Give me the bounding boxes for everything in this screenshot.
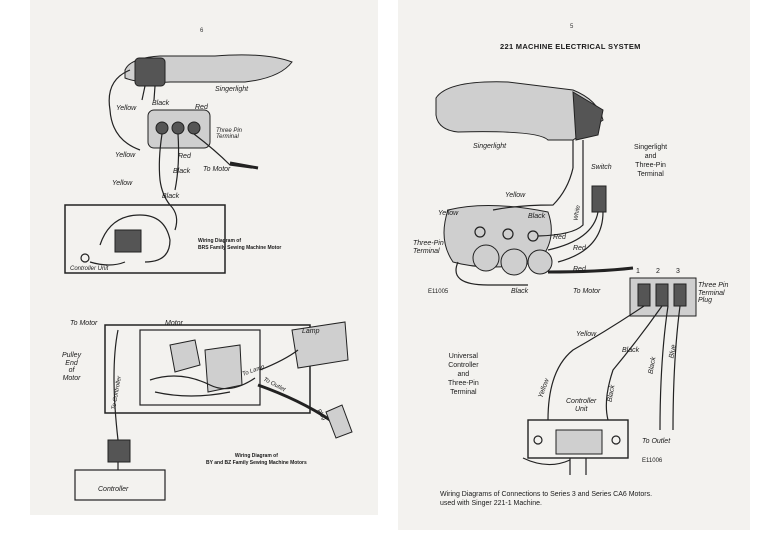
brs-wiring-illustration [64,54,353,501]
label-universal-controller: Universal Controller and Three-Pin Termi… [448,353,479,397]
label-three-pin-terminal: Three-Pin Terminal [413,240,444,255]
page-title: 221 MACHINE ELECTRICAL SYSTEM [500,42,641,51]
caption-brs: Wiring Diagram of BRS Family Sewing Mach… [198,238,282,251]
221-wiring-illustration [435,81,697,475]
label-black: Black [511,288,529,295]
label-controller-unit: Controller Unit [70,266,109,272]
label-yellow: Yellow [438,210,459,217]
label-terminal-plug: Three Pin Terminal Plug [698,282,729,305]
label-pin-1: 1 [636,268,640,275]
page-number: 5 [570,24,574,30]
page-caption: Wiring Diagrams of Connections to Series… [440,491,653,508]
caption-by-bz: Wiring Diagram of BY and BZ Family Sewin… [206,453,307,466]
label-black: Black [622,347,640,354]
label-yellow: Yellow [505,192,526,199]
label-pulley-end: Pulley End of Motor [62,352,82,383]
label-black: Black [152,100,170,107]
label-black: Black [162,193,180,200]
label-to-motor: To Motor [70,320,98,327]
label-ref-e11005: E11005 [428,289,449,295]
page-number: 6 [200,28,204,34]
label-red: Red [573,266,586,273]
label-black: Black [528,213,546,220]
left-page: 6 Singerlight [30,0,378,515]
label-switch: Switch [591,164,612,171]
label-singerlight-and-terminal: Singerlight and Three-Pin Terminal [634,144,668,179]
label-to-motor: To Motor [573,288,601,295]
right-page: 5 221 MACHINE ELECTRICAL SYSTEM Singer [398,0,750,530]
label-controller: Controller [98,486,129,493]
label-pin-3: 3 [676,268,680,275]
label-singerlight: Singerlight [215,86,249,93]
label-red: Red [553,234,566,241]
label-yellow: Yellow [115,152,136,159]
label-yellow: Yellow [112,180,133,187]
label-to-outlet: To Outlet [642,438,671,445]
label-yellow: Yellow [116,105,137,112]
label-black: Black [173,168,191,175]
label-singerlight: Singerlight [473,143,507,150]
label-controller-unit: Controller Unit [566,398,597,413]
label-motor: Motor [165,320,183,327]
label-yellow: Yellow [576,331,597,338]
label-red: Red [573,245,586,252]
label-pin-2: 2 [656,268,660,275]
label-to-motor: To Motor [203,166,231,173]
label-red: Red [178,153,191,160]
label-ref-e11006: E11006 [642,458,663,464]
label-lamp: Lamp [302,328,320,335]
label-red: Red [195,104,208,111]
label-three-pin-terminal: Three Pin Terminal [216,128,243,140]
